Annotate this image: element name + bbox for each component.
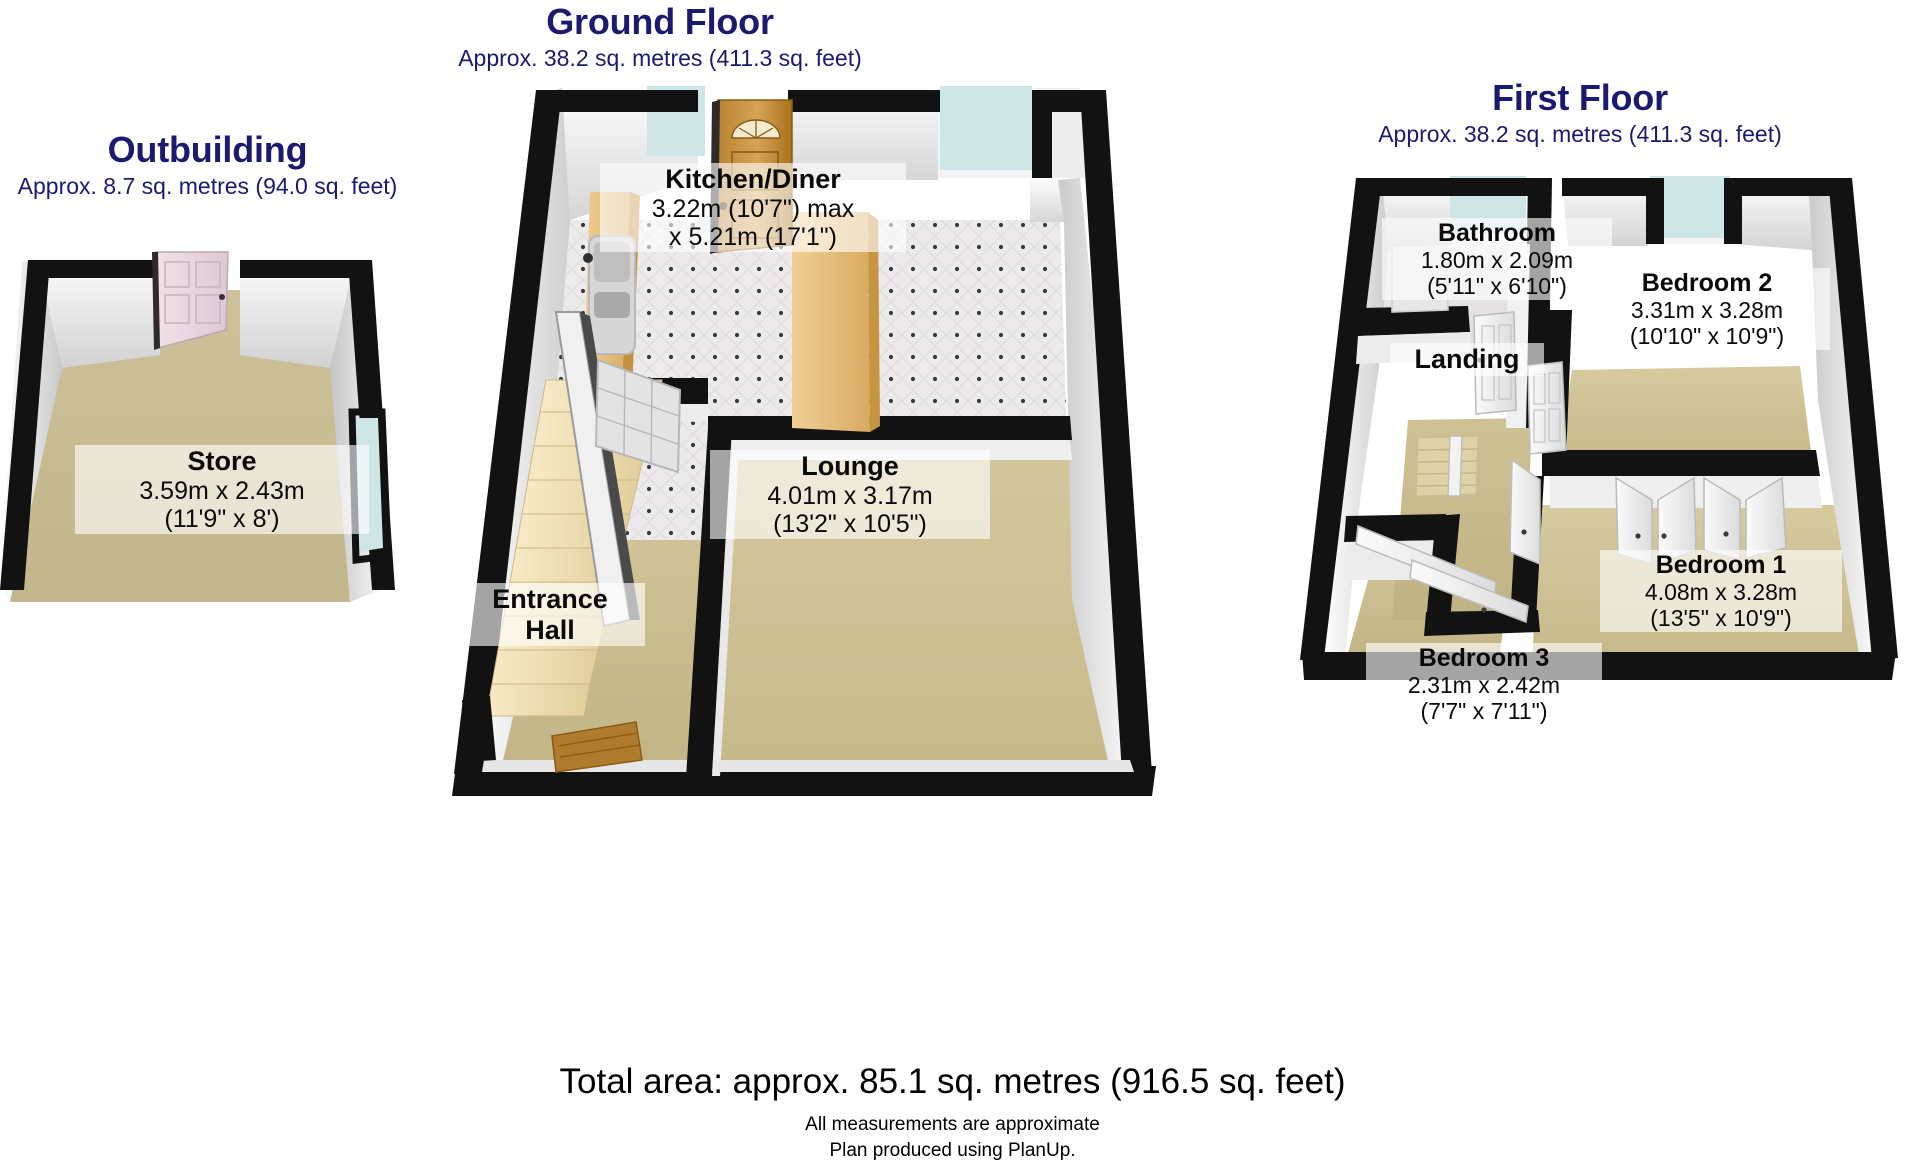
- bedroom-2-dim-imperial: (10'10" x 10'9"): [1629, 323, 1785, 350]
- plan-footer: Total area: approx. 85.1 sq. metres (916…: [0, 1062, 1905, 1163]
- lounge-dim-metric: 4.01m x 3.17m: [767, 481, 933, 510]
- entrance-hall-room-label: Entrance Hall: [455, 583, 645, 646]
- producer-note: Plan produced using PlanUp.: [829, 1139, 1076, 1161]
- entrance-hall-name-line2: Hall: [525, 614, 575, 645]
- first-floor-heading: First Floor Approx. 38.2 sq. metres (411…: [1310, 77, 1850, 148]
- gf-outer-wall-back-b: [788, 90, 940, 112]
- first-floor-floorplan: [1300, 160, 1900, 690]
- front-door-fanlight-bars: [738, 120, 774, 139]
- bathroom-dim-imperial: (5'11" x 6'10"): [1427, 273, 1567, 300]
- ground-floor-subtitle: Approx. 38.2 sq. metres (411.3 sq. feet): [458, 45, 862, 72]
- outbuilding-floorplan: [0, 190, 400, 640]
- gf-outer-wall-front-sill: [452, 766, 1156, 796]
- ff-bed2-bed1-wall: [1542, 450, 1820, 476]
- bedroom-3-name: Bedroom 3: [1418, 644, 1550, 672]
- landing-name: Landing: [1414, 344, 1520, 374]
- outbuilding-title: Outbuilding: [107, 129, 308, 170]
- store-dim-metric: 3.59m x 2.43m: [139, 476, 305, 505]
- ff-bedroom-1-door-d: [1745, 476, 1787, 560]
- ff-bedroom-2-door: [1527, 361, 1567, 455]
- gf-outer-wall-recess-step: [1032, 90, 1052, 178]
- staircase-newel: [462, 696, 496, 762]
- ff-outer-wall-back-b: [1562, 178, 1652, 196]
- kitchen-diner-room-label: Kitchen/Diner 3.22m (10'7") max x 5.21m …: [600, 163, 906, 252]
- kitchen-tall-unit-side: [868, 212, 880, 432]
- bedroom-3-dim-metric: 2.31m x 2.42m: [1407, 672, 1561, 699]
- bedroom-2-name: Bedroom 2: [1641, 269, 1773, 297]
- gf-window-kitchen-right: [940, 86, 1032, 170]
- entrance-hall-name-line1: Entrance: [492, 584, 608, 614]
- bedroom-2-floor: [1558, 366, 1812, 460]
- ff-outer-wall-back-c: [1736, 178, 1852, 196]
- store-outer-wall-back-left: [28, 260, 160, 278]
- store-door-edge: [152, 252, 160, 350]
- bedroom-1-name: Bedroom 1: [1655, 551, 1787, 579]
- gf-kitchen-lounge-wall: [708, 416, 1072, 440]
- lounge-room-label: Lounge 4.01m x 3.17m (13'2" x 10'5"): [710, 450, 990, 539]
- ff-outer-wall-back-a: [1356, 178, 1530, 196]
- store-dim-imperial: (11'9" x 8'): [164, 504, 280, 533]
- first-floor-subtitle: Approx. 38.2 sq. metres (411.3 sq. feet): [1378, 121, 1782, 148]
- ff-left-wall-face: [1324, 178, 1388, 668]
- store-outer-wall-back-right: [240, 260, 372, 278]
- bedroom-1-dim-metric: 4.08m x 3.28m: [1644, 579, 1798, 606]
- bedroom-2-dim-metric: 3.31m x 3.28m: [1630, 297, 1784, 324]
- lounge-dim-imperial: (13'2" x 10'5"): [773, 509, 927, 538]
- kitchen-tall-unit: [792, 212, 870, 432]
- gf-outer-wall-right: [1080, 90, 1152, 774]
- bedroom-3-room-label: Bedroom 3 2.31m x 2.42m (7'7" x 7'11"): [1366, 643, 1602, 726]
- gf-outer-wall-back-c: [1036, 90, 1106, 112]
- bedroom-1-room-label: Bedroom 1 4.08m x 3.28m (13'5" x 10'9"): [1600, 550, 1842, 633]
- gf-outer-wall-back-a: [536, 90, 698, 112]
- bedroom-3-dim-imperial: (7'7" x 7'11"): [1420, 698, 1548, 725]
- ff-outer-wall-left: [1300, 178, 1382, 660]
- store-door-handle-icon: [219, 294, 225, 300]
- store-outer-wall-left: [0, 260, 50, 590]
- measurements-note: All measurements are approximate: [805, 1114, 1100, 1135]
- first-floor-title: First Floor: [1492, 77, 1668, 118]
- bedroom-2-room-label: Bedroom 2 3.31m x 3.28m (10'10" x 10'9"): [1584, 268, 1830, 351]
- bathroom-dim-metric: 1.80m x 2.09m: [1420, 247, 1574, 274]
- ff-outer-wall-right: [1828, 178, 1898, 660]
- ff-bathroom-landing-wall: [1358, 306, 1470, 336]
- gf-back-wall-right-face: [1030, 178, 1064, 222]
- outbuilding-svg: [0, 251, 395, 602]
- gf-internal-glazed-panel: [594, 358, 682, 474]
- total-area-text: Total area: approx. 85.1 sq. metres (916…: [559, 1062, 1346, 1101]
- ff-landing-door-a: [1509, 458, 1541, 566]
- kitchen-sink-icon: [583, 235, 636, 355]
- bathroom-room-label: Bathroom 1.80m x 2.09m (5'11" x 6'10"): [1382, 218, 1612, 301]
- ground-floor-title: Ground Floor: [546, 1, 774, 42]
- kitchen-diner-dim-imperial: x 5.21m (17'1"): [669, 222, 837, 251]
- outbuilding-heading: Outbuilding Approx. 8.7 sq. metres (94.0…: [0, 129, 415, 200]
- ff-landing-door-b: [1409, 558, 1529, 624]
- first-floor-svg: [1300, 176, 1898, 680]
- ff-outer-wall-back-recess-left: [1646, 178, 1664, 244]
- store-room-label: Store 3.59m x 2.43m (11'9" x 8'): [75, 445, 369, 534]
- outbuilding-subtitle: Approx. 8.7 sq. metres (94.0 sq. feet): [17, 173, 398, 200]
- kitchen-diner-name: Kitchen/Diner: [665, 164, 841, 194]
- kitchen-diner-dim-metric: 3.22m (10'7") max: [651, 194, 855, 223]
- ff-landing-stair-opening: [1415, 435, 1479, 497]
- store-door-panel-lines: [164, 261, 221, 324]
- store-name: Store: [187, 446, 257, 476]
- staircase-handrail: [580, 312, 640, 620]
- bathroom-name: Bathroom: [1437, 219, 1557, 247]
- lounge-name: Lounge: [801, 451, 899, 481]
- gf-front-wall-face: [482, 760, 1134, 772]
- store-back-wall-left: [38, 260, 160, 368]
- entrance-hall-door: [551, 721, 643, 773]
- bedroom-1-dim-imperial: (13'5" x 10'9"): [1650, 605, 1792, 632]
- store-back-wall-right: [240, 260, 355, 368]
- ground-floor-heading: Ground Floor Approx. 38.2 sq. metres (41…: [400, 1, 920, 72]
- landing-room-label: Landing: [1390, 343, 1544, 376]
